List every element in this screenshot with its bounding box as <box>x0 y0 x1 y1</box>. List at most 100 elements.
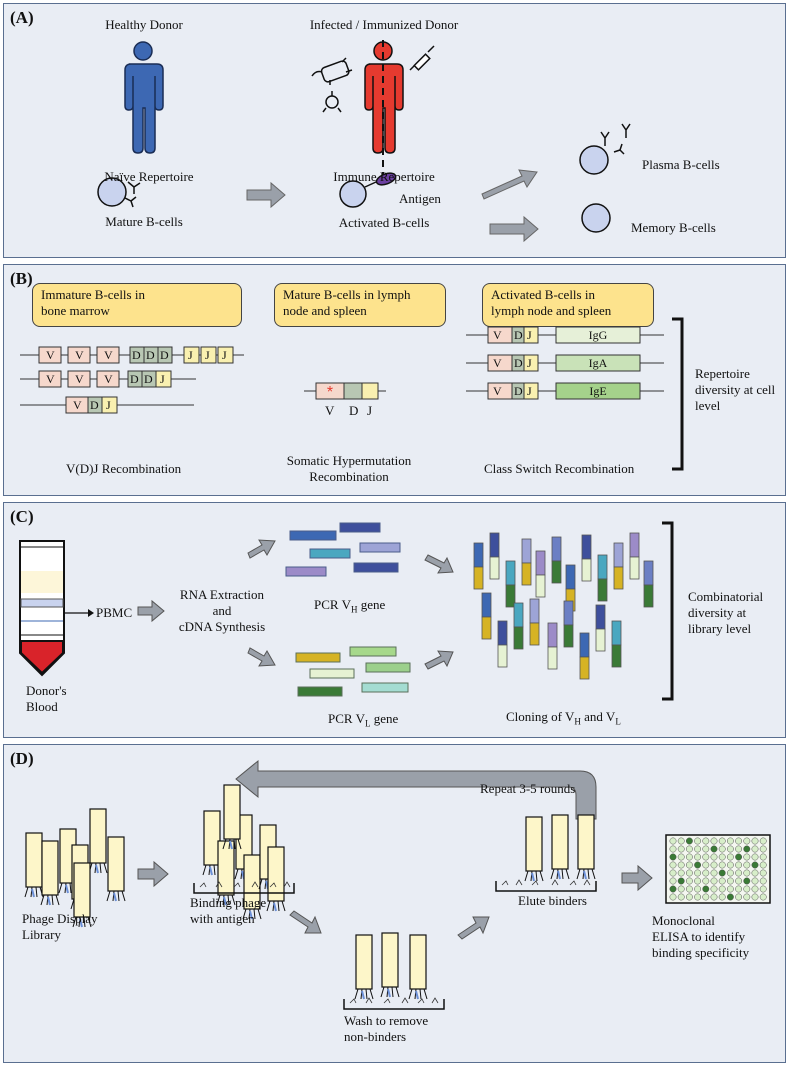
clone-vh-segment <box>595 604 606 630</box>
pcr-vl-tail: gene <box>370 711 399 726</box>
cloning-text-b: and V <box>580 709 616 724</box>
elisa-well <box>751 845 759 853</box>
shm-d-label: D <box>349 403 359 418</box>
panel-a: (A) <box>3 3 786 258</box>
elisa-well <box>677 853 685 861</box>
elisa-well <box>710 845 718 853</box>
clone-vl-segment <box>611 644 622 668</box>
phage-tip <box>95 864 99 874</box>
elisa-well <box>669 837 677 845</box>
panel-c-graphics <box>19 521 674 701</box>
phage-body <box>25 832 43 888</box>
elisa-well <box>759 893 767 901</box>
rna-line2: and <box>212 603 232 618</box>
phage-tip <box>249 910 253 920</box>
seg-label: J <box>205 348 210 362</box>
clone-vh-segment <box>489 532 500 558</box>
cloning-label: Cloning of VH and VL <box>506 709 621 726</box>
clone-vl-segment <box>473 566 484 590</box>
side-note-c-line1: Combinatorial <box>688 589 764 604</box>
phage-tail <box>202 864 222 876</box>
elisa-well <box>677 861 685 869</box>
donor-blood-line2: Blood <box>26 699 58 714</box>
clone-vh-segment <box>551 536 562 562</box>
elisa-well <box>735 885 743 893</box>
elisa-well <box>710 869 718 877</box>
clone-vl-segment <box>595 628 606 652</box>
elisa-well <box>718 837 726 845</box>
elisa-well <box>759 837 767 845</box>
phage-tip <box>209 866 213 876</box>
pcr-vh-text: PCR V <box>314 597 351 612</box>
elisa-well <box>726 877 734 885</box>
phage-tip <box>273 902 277 912</box>
arrow-d3 <box>457 916 490 940</box>
shm-v-label: V <box>325 403 335 418</box>
elisa-well <box>669 853 677 861</box>
panel-a-label: (A) <box>10 8 34 27</box>
elisa-well <box>735 893 743 901</box>
phage-tail <box>354 988 374 1000</box>
elisa-wells <box>669 837 767 901</box>
elisa-well <box>694 845 702 853</box>
infected-donor-label: Infected / Immunized Donor <box>309 17 459 32</box>
elisa-well <box>759 869 767 877</box>
elisa-well <box>702 893 710 901</box>
plasma-bcells-label: Plasma B-cells <box>642 157 720 172</box>
elisa-well <box>726 845 734 853</box>
vh-fragments <box>285 522 401 577</box>
arrow-d1 <box>137 860 169 888</box>
clone-vl-segment <box>535 574 546 598</box>
elisa-well <box>702 869 710 877</box>
elisa-well <box>702 853 710 861</box>
elisa-well <box>743 869 751 877</box>
elisa-well <box>677 877 685 885</box>
side-note-c-line2: diversity at <box>688 605 747 620</box>
callout-activated-line1: Activated B-cells in <box>491 287 595 302</box>
callout-immature: Immature B-cells in bone marrow <box>32 283 242 327</box>
pcr-vh-label: PCR VH gene <box>314 597 385 614</box>
clone-vl-segment <box>505 584 516 608</box>
elisa-well <box>677 837 685 845</box>
panel-d-label: (D) <box>10 749 34 768</box>
clone-vl-segment <box>629 556 640 580</box>
seg-label: V <box>46 348 55 362</box>
syringe-icon <box>409 45 435 71</box>
phage-tip <box>361 990 365 1000</box>
elisa-well <box>669 877 677 885</box>
panel-d-graphics <box>24 759 771 1010</box>
elisa-well <box>751 893 759 901</box>
seg-label: V <box>493 384 502 398</box>
arrow-c4 <box>424 554 454 574</box>
elisa-well <box>751 877 759 885</box>
phage-tail <box>222 838 242 850</box>
phage-body <box>243 854 261 910</box>
elisa-well <box>710 893 718 901</box>
elisa-well <box>702 885 710 893</box>
pcr-vl-label: PCR VL gene <box>328 711 399 728</box>
elisa-well <box>735 861 743 869</box>
arrow-c3 <box>247 647 276 667</box>
panel-b: (B) Immature B-cells in bone marrow Matu… <box>3 264 786 496</box>
elisa-well <box>669 861 677 869</box>
elisa-well <box>726 893 734 901</box>
elisa-well <box>743 853 751 861</box>
seg-label: D <box>132 348 141 362</box>
rna-line3: cDNA Synthesis <box>178 619 266 634</box>
phage-particles <box>24 784 596 1000</box>
phage-tip <box>415 990 419 1000</box>
elisa-well <box>735 869 743 877</box>
phage-tip <box>113 892 117 902</box>
callout-mature-line2: node and spleen <box>283 303 367 318</box>
elisa-well <box>743 885 751 893</box>
elisa-well <box>710 885 718 893</box>
elisa-well <box>718 869 726 877</box>
elisa-well <box>743 837 751 845</box>
elisa-plate <box>665 834 771 904</box>
elisa-well <box>710 877 718 885</box>
elisa-line1: Monoclonal <box>652 913 715 928</box>
elisa-well <box>718 861 726 869</box>
elisa-well <box>759 845 767 853</box>
healthy-donor-label: Healthy Donor <box>105 17 183 32</box>
phage-body <box>89 808 107 864</box>
